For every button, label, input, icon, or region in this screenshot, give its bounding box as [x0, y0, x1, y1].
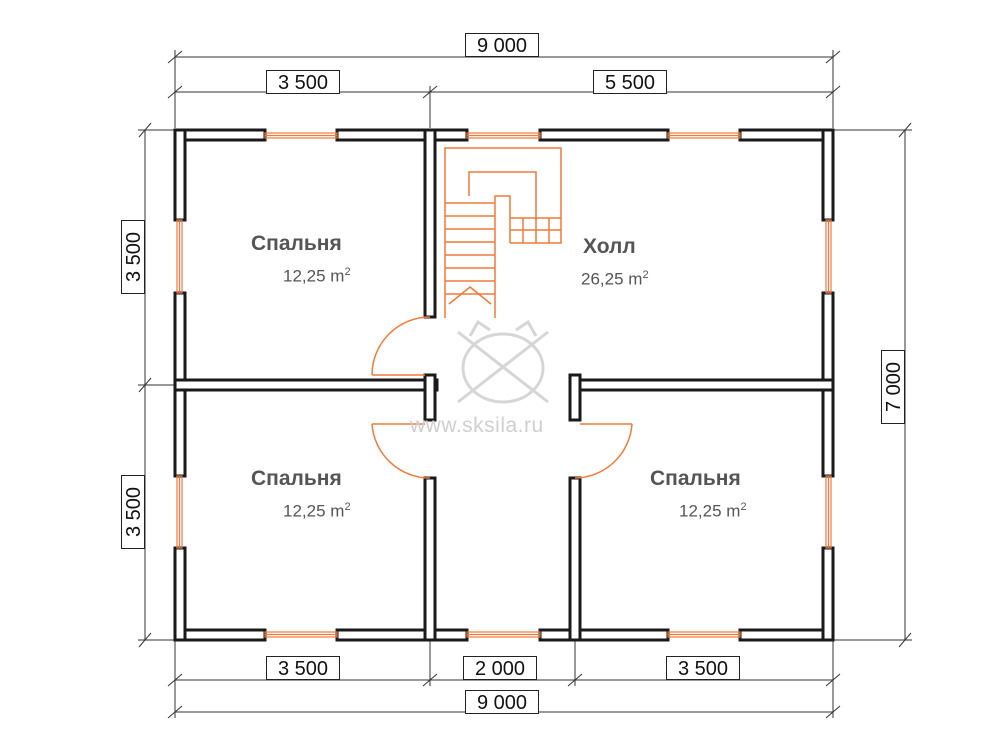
dim-bottom-total: 9 000: [465, 690, 539, 714]
staircase: [444, 147, 562, 318]
watermark-logo: [457, 319, 549, 404]
room-area-hall: 26,25 m2: [581, 269, 649, 289]
dim-top-total: 9 000: [465, 33, 539, 57]
room-name-bedroom-bottom-left: Спальня: [251, 467, 342, 490]
watermark-url: www.sksila.ru: [410, 414, 544, 437]
dim-top-right: 5 500: [593, 70, 667, 94]
room-name-bedroom-top-left: Спальня: [251, 232, 342, 255]
windows: [176, 132, 832, 638]
room-name-hall: Холл: [583, 235, 636, 258]
dim-right-total: 7 000: [881, 350, 905, 424]
dim-bottom-right: 3 500: [666, 656, 740, 680]
dim-left-lower: 3 500: [121, 475, 145, 549]
room-area-bedroom-bottom-right: 12,25 m2: [679, 501, 747, 521]
dim-bottom-left: 3 500: [266, 656, 340, 680]
room-area-bedroom-bottom-left: 12,25 m2: [283, 501, 351, 521]
room-area-bedroom-top-left: 12,25 m2: [283, 266, 351, 286]
dim-top-left: 3 500: [266, 70, 340, 94]
doors: [371, 316, 633, 479]
room-name-bedroom-bottom-right: Спальня: [650, 467, 741, 490]
dim-bottom-mid: 2 000: [463, 656, 537, 680]
dim-left-upper: 3 500: [121, 220, 145, 294]
walls: [173, 128, 835, 642]
